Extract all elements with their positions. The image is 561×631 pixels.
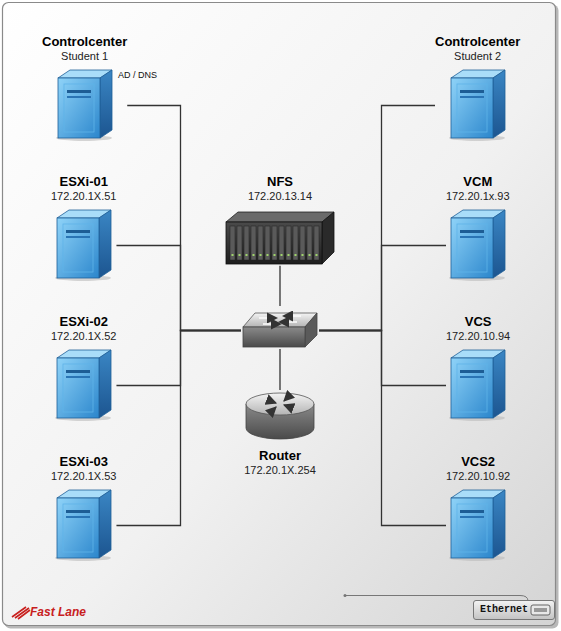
- server-node: ESXi-01172.20.1X.51: [51, 174, 116, 282]
- node-title: NFS: [267, 174, 293, 190]
- server-icon: [447, 348, 509, 422]
- node-address: Student 2: [454, 50, 501, 63]
- network-link: [279, 349, 280, 390]
- node-title: ESXi-02: [60, 314, 108, 330]
- node-address: 172.20.1X.52: [51, 330, 116, 343]
- legend-text: Ethernet: [480, 604, 528, 615]
- node-title: VCM: [463, 174, 492, 190]
- server-node: ControlcenterStudent 2: [435, 34, 520, 142]
- switch-icon: [241, 311, 319, 349]
- node-title: ESXi-01: [60, 174, 108, 190]
- nfs-icon: [224, 208, 336, 266]
- line-end: [344, 594, 347, 597]
- network-link: [319, 331, 446, 386]
- network-link: [319, 246, 446, 331]
- server-node: ESXi-02172.20.1X.52: [51, 314, 116, 422]
- server-node: VCM172.20.1x.93: [446, 174, 510, 282]
- legend-box: Ethernet: [473, 600, 555, 620]
- server-node: VCS2172.20.10.92: [446, 454, 510, 562]
- node-title: Router: [259, 448, 301, 464]
- server-icon: [53, 348, 115, 422]
- node-address: 172.20.1x.93: [446, 190, 510, 203]
- port-symbol: [530, 604, 552, 616]
- switch-node: [241, 306, 319, 349]
- network-link: [116, 246, 241, 331]
- network-link: [319, 331, 446, 526]
- router-icon: [244, 390, 316, 442]
- server-icon: [447, 488, 509, 562]
- node-title: ESXi-03: [60, 454, 108, 470]
- node-title: Controlcenter: [42, 34, 127, 50]
- server-node: ControlcenterStudent 1AD / DNS: [42, 34, 127, 142]
- node-address: 172.20.1X.254: [244, 464, 316, 477]
- server-icon: [447, 208, 509, 282]
- network-link: [319, 106, 435, 331]
- node-title: Controlcenter: [435, 34, 520, 50]
- server-icon: [53, 488, 115, 562]
- router-node: Router172.20.1X.254: [244, 390, 316, 477]
- logo-text: Fast Lane: [30, 605, 86, 619]
- frame: [3, 3, 556, 626]
- server-icon: [447, 68, 509, 142]
- server-icon: [54, 68, 116, 142]
- node-address: 172.20.10.94: [446, 330, 510, 343]
- node-address: 172.20.1X.51: [51, 190, 116, 203]
- server-node: ESXi-03172.20.1X.53: [51, 454, 116, 562]
- node-address: 172.20.10.92: [446, 470, 510, 483]
- node-title: VCS2: [461, 454, 495, 470]
- network-link: [116, 331, 241, 386]
- node-address: 172.20.1X.53: [51, 470, 116, 483]
- role-note: AD / DNS: [118, 70, 157, 80]
- network-link: [127, 106, 241, 331]
- node-title: VCS: [465, 314, 492, 330]
- server-node: VCS172.20.10.94: [446, 314, 510, 422]
- logo-swoosh: [12, 607, 30, 619]
- node-address: Student 1: [61, 50, 108, 63]
- node-address: 172.20.13.14: [248, 190, 312, 203]
- server-icon: [53, 208, 115, 282]
- network-link: [116, 331, 241, 526]
- network-link: [279, 266, 280, 306]
- nfs-node: NFS172.20.13.14: [224, 174, 336, 266]
